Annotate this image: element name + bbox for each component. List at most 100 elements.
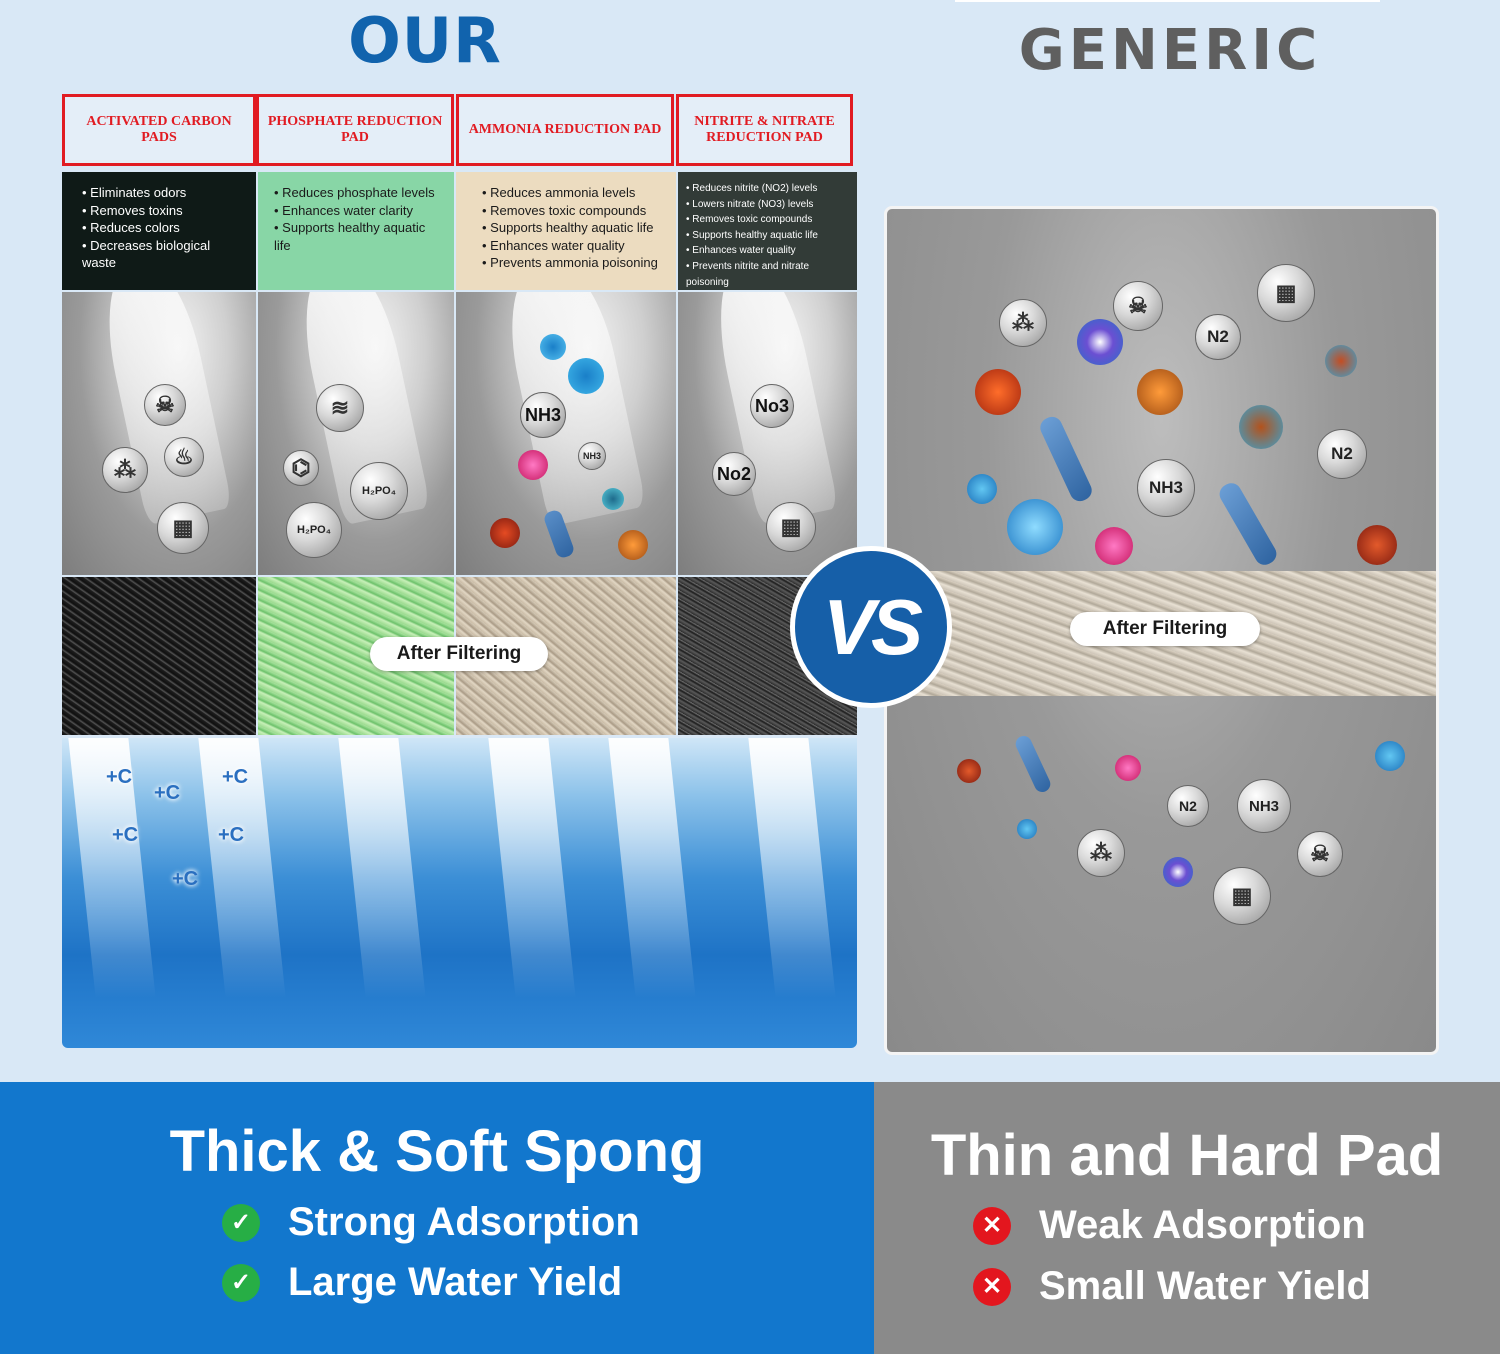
- vs-badge: VS: [790, 546, 952, 708]
- feature-row: ✕ Weak Adsorption: [973, 1203, 1366, 1248]
- nitrogen-bubble: N2: [1167, 785, 1209, 827]
- bullet: Eliminates odors: [82, 184, 246, 202]
- feature-label: Large Water Yield: [288, 1260, 623, 1304]
- feature-label: Small Water Yield: [1039, 1264, 1371, 1308]
- ammonia-bubble: NH3: [1237, 779, 1291, 833]
- debris-icon: ▦: [766, 502, 816, 552]
- nitrite-bubble: No2: [712, 452, 756, 496]
- nitrite-contaminants-photo: No3 No2 ▦: [678, 292, 857, 575]
- virus-icon: [957, 759, 981, 783]
- our-summary-title: Thick & Soft Spong: [169, 1119, 705, 1184]
- bullet: Reduces phosphate levels: [274, 184, 444, 202]
- bullet: Enhances water quality: [482, 237, 666, 255]
- molecule-icon: ⌬: [283, 450, 319, 486]
- desc-nitrite-nitrate: Reduces nitrite (NO2) levels Lowers nitr…: [678, 172, 857, 290]
- carbon-contaminants-photo: ☠ ⁂ ♨ ▦: [62, 292, 256, 575]
- desc-phosphate: Reduces phosphate levels Enhances water …: [258, 172, 454, 290]
- desc-activated-carbon: Eliminates odors Removes toxins Reduces …: [62, 172, 256, 290]
- particles-icon: ⁂: [1077, 829, 1125, 877]
- rod-bacteria-icon: [542, 508, 576, 560]
- header-ammonia: AMMONIA REDUCTION PAD: [456, 94, 674, 166]
- feature-label: Strong Adsorption: [288, 1200, 640, 1244]
- bullet: Prevents nitrite and nitrate poisoning: [686, 259, 847, 290]
- virus-icon: [618, 530, 648, 560]
- bullet: Supports healthy aquatic life: [686, 228, 847, 244]
- check-icon: ✓: [222, 1203, 260, 1242]
- bacteria-icon: [967, 474, 997, 504]
- carbon-label: +C: [112, 824, 139, 846]
- bullet: Lowers nitrate (NO3) levels: [686, 197, 847, 213]
- bacteria-icon: [1375, 741, 1405, 771]
- desc-ammonia: Reduces ammonia levels Removes toxic com…: [456, 172, 676, 290]
- feature-row: ✓ Strong Adsorption: [222, 1200, 640, 1245]
- bullet: Enhances water clarity: [274, 202, 444, 220]
- debris-icon: ▦: [1257, 264, 1315, 322]
- bacteria-icon: [540, 334, 566, 360]
- particles-icon: ⁂: [102, 447, 148, 493]
- virus-icon: [1163, 857, 1193, 887]
- cross-icon: ✕: [973, 1267, 1011, 1306]
- check-icon: ✓: [222, 1263, 260, 1302]
- bullet: Enhances water quality: [686, 243, 847, 259]
- pathogen-icon: [1095, 527, 1133, 565]
- bullet: Removes toxic compounds: [686, 212, 847, 228]
- generic-summary-panel: Thin and Hard Pad ✕ Weak Adsorption ✕ Sm…: [874, 1082, 1500, 1354]
- generic-summary-title: Thin and Hard Pad: [930, 1123, 1444, 1188]
- bullet: Reduces colors: [82, 219, 246, 237]
- virus-icon: [1137, 369, 1183, 415]
- carbon-label: +C: [222, 766, 249, 788]
- nitrogen-bubble: N2: [1195, 314, 1241, 360]
- header-phosphate: PHOSPHATE REDUCTION PAD: [256, 94, 454, 166]
- pathogen-icon: [518, 450, 548, 480]
- rod-bacteria-icon: [1037, 413, 1095, 505]
- pathogen-icon: [1115, 755, 1141, 781]
- virus-icon: [1239, 405, 1283, 449]
- cross-icon: ✕: [973, 1206, 1011, 1245]
- header-nitrite-nitrate: NITRITE & NITRATE REDUCTION PAD: [676, 94, 853, 166]
- bullet: Removes toxic compounds: [482, 202, 666, 220]
- bullet: Reduces nitrite (NO2) levels: [686, 181, 847, 197]
- bacteria-icon: [602, 488, 624, 510]
- bullet: Decreases biological waste: [82, 237, 246, 272]
- skull-icon: ☠: [1113, 281, 1163, 331]
- carbon-pad: [62, 577, 256, 735]
- header-activated-carbon: ACTIVATED CARBON PADS: [62, 94, 256, 166]
- phosphate-bubble: H₂PO₄: [350, 462, 408, 520]
- after-filtering-label-right: After Filtering: [1070, 612, 1260, 646]
- bullet: Supports healthy aquatic life: [274, 219, 444, 254]
- ammonia-bubble: NH3: [1137, 459, 1195, 517]
- odor-icon: ♨: [164, 437, 204, 477]
- feature-label: Weak Adsorption: [1039, 1203, 1366, 1247]
- debris-icon: ▦: [157, 502, 209, 554]
- rod-bacteria-icon: [1215, 479, 1281, 569]
- bullet: Reduces ammonia levels: [482, 184, 666, 202]
- bullet: Prevents ammonia poisoning: [482, 254, 666, 272]
- top-divider: [955, 0, 1380, 2]
- feature-row: ✕ Small Water Yield: [973, 1264, 1371, 1309]
- particles-icon: ⁂: [999, 299, 1047, 347]
- virus-icon: [975, 369, 1021, 415]
- debris-icon: ▦: [1213, 867, 1271, 925]
- our-summary-panel: Thick & Soft Spong ✓ Strong Adsorption ✓…: [0, 1082, 874, 1354]
- our-title: OUR: [348, 4, 502, 77]
- skull-icon: ☠: [1297, 831, 1343, 877]
- carbon-label: +C: [106, 766, 133, 788]
- generic-pad-image: ⁂ ☠ ▦ N2 N2 NH3 N2 NH3 ⁂ ☠ ▦: [884, 206, 1439, 1055]
- phosphate-contaminants-photo: ≋ ⌬ H₂PO₄ H₂PO₄: [258, 292, 454, 575]
- nitrate-bubble: No3: [750, 384, 794, 428]
- ammonia-contaminants-photo: NH3 NH3: [456, 292, 676, 575]
- virus-icon: [1357, 525, 1397, 565]
- bullet: Supports healthy aquatic life: [482, 219, 666, 237]
- generic-title: GENERIC: [1018, 18, 1322, 83]
- nitrogen-bubble: N2: [1317, 429, 1367, 479]
- feature-row: ✓ Large Water Yield: [222, 1260, 622, 1305]
- phosphate-bubble: H₂PO₄: [286, 502, 342, 558]
- carbon-label: +C: [154, 782, 181, 804]
- carbon-label: +C: [218, 824, 245, 846]
- skull-icon: ☠: [144, 384, 186, 426]
- bullet: Removes toxins: [82, 202, 246, 220]
- virus-icon: [1325, 345, 1357, 377]
- virus-icon: [490, 518, 520, 548]
- bacteria-icon: [568, 358, 604, 394]
- ammonia-bubble-small: NH3: [578, 442, 606, 470]
